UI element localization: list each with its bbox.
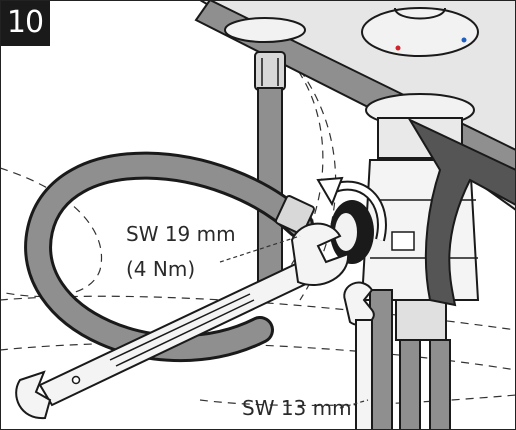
wrench-size-label-large: SW 19 mm — [126, 222, 236, 246]
countertop-edge — [407, 117, 516, 307]
faucet-knob — [361, 7, 479, 57]
side-connector — [275, 195, 374, 264]
wrench-size-label-small: SW 13 mm — [242, 396, 352, 420]
torque-label: (4 Nm) — [126, 257, 196, 281]
label-leaders — [219, 235, 369, 409]
wrench-icon — [15, 222, 350, 420]
step-number-badge: 10 — [0, 0, 50, 46]
cold-marker — [461, 37, 467, 43]
rotate-arrow-icon — [316, 176, 387, 242]
wrench-small-icon — [343, 281, 375, 430]
mounting-nut-left — [224, 17, 306, 91]
hot-marker — [395, 45, 401, 51]
